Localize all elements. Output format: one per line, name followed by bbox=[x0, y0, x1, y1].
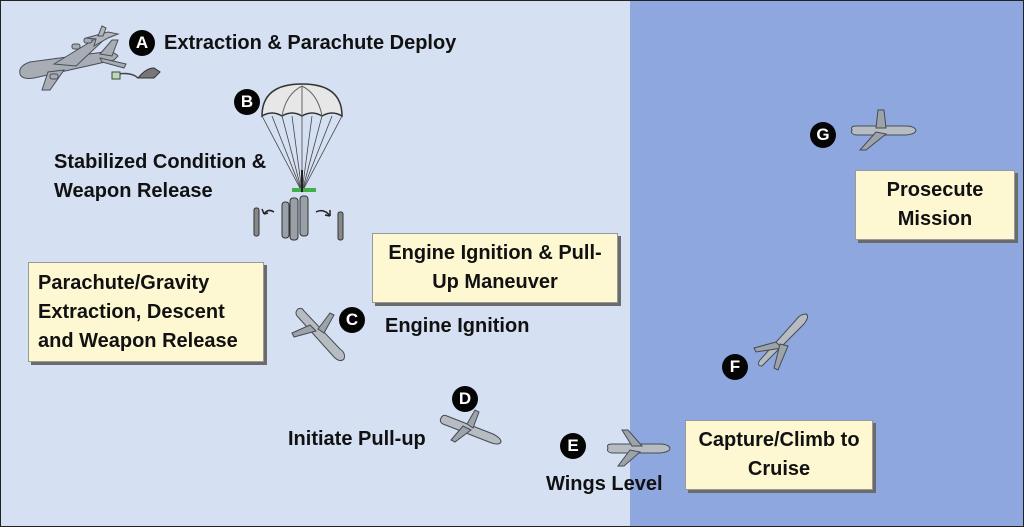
step-e-label: Wings Level bbox=[546, 473, 663, 495]
step-b-badge: B bbox=[234, 89, 260, 115]
step-c-label: Engine Ignition bbox=[385, 315, 530, 337]
capture-climb-box: Capture/Climb to Cruise bbox=[685, 420, 873, 490]
step-f-badge: F bbox=[722, 354, 748, 380]
step-g-badge: G bbox=[810, 122, 836, 148]
step-b-label-line2: Weapon Release bbox=[54, 180, 213, 202]
missile-icon bbox=[750, 310, 812, 372]
parachute-gravity-box: Parachute/Gravity Extraction, Descent an… bbox=[28, 262, 264, 362]
escort-aircraft-icon bbox=[84, 24, 120, 48]
capture-climb-line1: Capture/Climb to bbox=[698, 429, 860, 451]
prosecute-line1: Prosecute bbox=[886, 179, 984, 201]
prosecute-line2: Mission bbox=[897, 208, 973, 230]
step-a-badge: A bbox=[129, 30, 155, 56]
capture-climb-line2: Cruise bbox=[747, 458, 811, 480]
parachute-icon bbox=[246, 80, 356, 245]
engine-ignition-pullup-line1: Engine Ignition & Pull- bbox=[388, 242, 602, 264]
step-b-label-line1: Stabilized Condition & bbox=[54, 151, 267, 173]
engine-ignition-pullup-line2: Up Maneuver bbox=[432, 271, 558, 293]
step-d-label: Initiate Pull-up bbox=[288, 428, 426, 450]
missile-icon bbox=[288, 303, 352, 365]
missile-icon bbox=[848, 108, 918, 154]
missile-icon bbox=[437, 406, 503, 448]
parachute-gravity-line3: and Weapon Release bbox=[38, 329, 238, 352]
step-d-badge: D bbox=[452, 386, 478, 412]
parachute-gravity-line2: Extraction, Descent bbox=[38, 300, 225, 323]
step-c-badge: C bbox=[339, 307, 365, 333]
engine-ignition-pullup-box: Engine Ignition & Pull- Up Maneuver bbox=[372, 233, 618, 303]
step-e-badge: E bbox=[560, 433, 586, 459]
prosecute-mission-box: Prosecute Mission bbox=[855, 170, 1015, 240]
parachute-gravity-line1: Parachute/Gravity bbox=[38, 271, 210, 294]
missile-icon bbox=[604, 426, 672, 470]
step-a-label: Extraction & Parachute Deploy bbox=[164, 32, 457, 54]
